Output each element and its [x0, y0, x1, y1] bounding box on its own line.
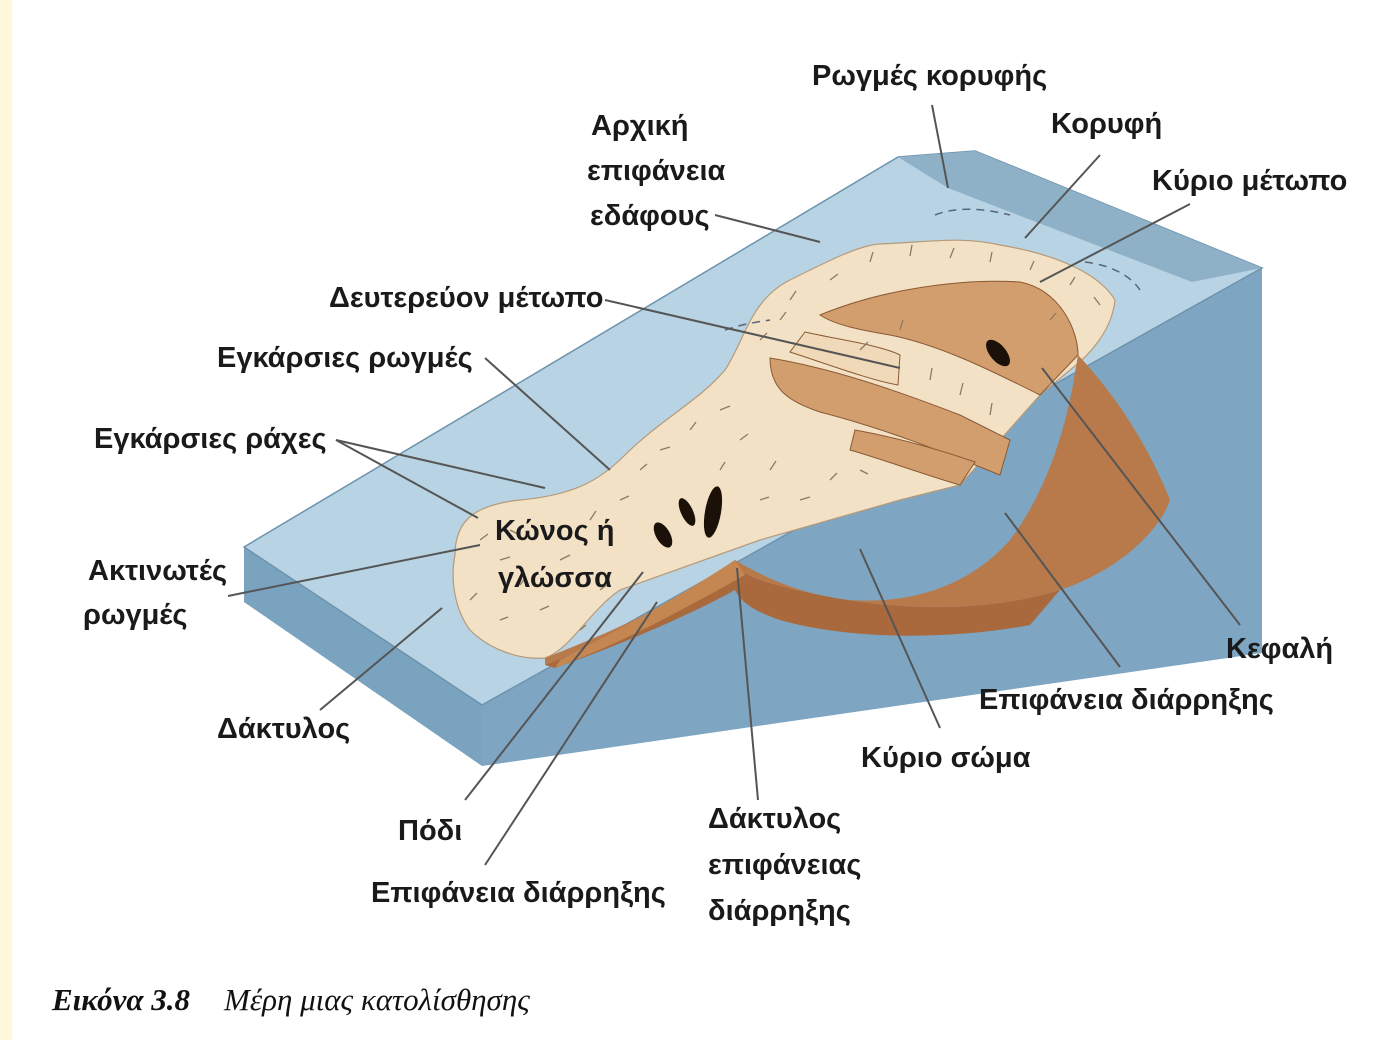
- label-toe: Δάκτυλος: [217, 707, 350, 752]
- caption-number: Εικόνα 3.8: [52, 982, 190, 1017]
- label-toe-fan-line2: γλώσσα: [498, 556, 612, 601]
- label-crown: Κορυφή: [1051, 102, 1162, 147]
- label-radial-cracks-line1: Ακτινωτές: [88, 549, 227, 594]
- label-head: Κεφαλή: [1226, 627, 1333, 672]
- label-rupture-surface-right: Επιφάνεια διάρρηξης: [979, 678, 1274, 723]
- label-crown-cracks: Ρωγμές κορυφής: [812, 54, 1047, 99]
- figure-caption: Εικόνα 3.8 Μέρη μιας κατολίσθησης: [52, 982, 530, 1018]
- label-toe-rupture-line1: Δάκτυλος: [708, 797, 841, 842]
- label-main-body: Κύριο σώμα: [861, 736, 1031, 781]
- label-original-ground-line1: Αρχική: [591, 104, 689, 149]
- label-transverse-cracks: Εγκάρσιες ρωγμές: [217, 336, 473, 381]
- label-rupture-surface-left: Επιφάνεια διάρρηξης: [371, 871, 666, 916]
- label-original-ground-line2: επιφάνεια: [587, 149, 725, 194]
- label-toe-fan-line1: Κώνος ή: [495, 509, 614, 554]
- label-toe-rupture-line2: επιφάνειας: [708, 843, 861, 888]
- label-minor-scarp: Δευτερεύον μέτωπο: [329, 276, 603, 321]
- caption-text: Μέρη μιας κατολίσθησης: [224, 982, 530, 1017]
- label-original-ground-line3: εδάφους: [590, 194, 710, 239]
- label-foot: Πόδι: [398, 809, 462, 854]
- label-toe-rupture-line3: διάρρηξης: [708, 889, 851, 934]
- label-main-scarp: Κύριο μέτωπο: [1152, 159, 1347, 204]
- label-transverse-ridges: Εγκάρσιες ράχες: [94, 417, 327, 462]
- label-radial-cracks-line2: ρωγμές: [83, 593, 187, 638]
